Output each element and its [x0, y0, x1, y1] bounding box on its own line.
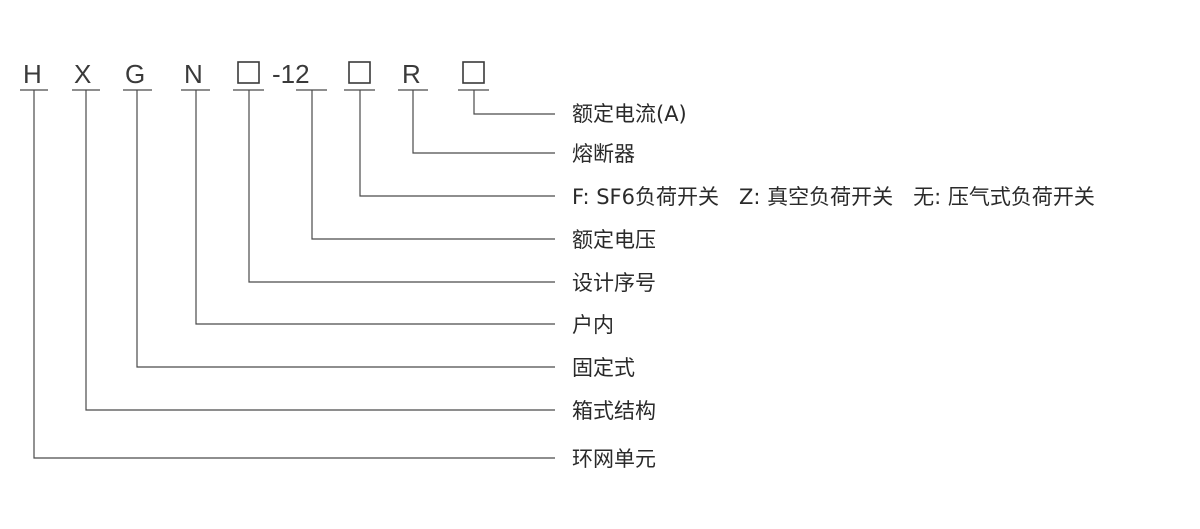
leader-rated-current [473, 90, 555, 115]
descriptions: 额定电流(A) 熔断器 F: SF6负荷开关 Z: 真空负荷开关 无: 压气式负… [572, 102, 1095, 471]
desc-rated-current: 额定电流(A) [572, 102, 687, 126]
leader-box-structure [85, 90, 555, 411]
code-char-x: X [74, 59, 91, 89]
code-char-g: G [125, 59, 145, 89]
code-box-design-serial [237, 61, 260, 84]
leader-switch-type [359, 90, 555, 197]
code-char-voltage: -12 [272, 59, 310, 89]
desc-fuse: 熔断器 [572, 142, 635, 166]
desc-fixed: 固定式 [572, 356, 635, 380]
desc-indoor: 户内 [572, 313, 614, 337]
leader-rated-voltage [311, 90, 555, 240]
code-char-n: N [184, 59, 203, 89]
code-char-h: H [23, 59, 42, 89]
desc-design-serial: 设计序号 [572, 271, 656, 295]
leader-indoor [195, 90, 555, 325]
leader-fixed [136, 90, 555, 368]
desc-box-structure: 箱式结构 [572, 399, 656, 423]
desc-rated-voltage: 额定电压 [572, 228, 656, 252]
leader-fuse [412, 90, 555, 154]
desc-ring-main-unit: 环网单元 [572, 447, 656, 471]
code-box-rated-current [462, 61, 485, 84]
leader-lines [33, 90, 555, 459]
leader-ring-main-unit [33, 90, 555, 459]
leader-design-serial [248, 90, 555, 283]
model-code-row: H X G N -12 R [23, 59, 485, 89]
code-box-switch-type [348, 61, 371, 84]
desc-switch-type: F: SF6负荷开关 Z: 真空负荷开关 无: 压气式负荷开关 [572, 185, 1095, 209]
code-char-r: R [402, 59, 421, 89]
